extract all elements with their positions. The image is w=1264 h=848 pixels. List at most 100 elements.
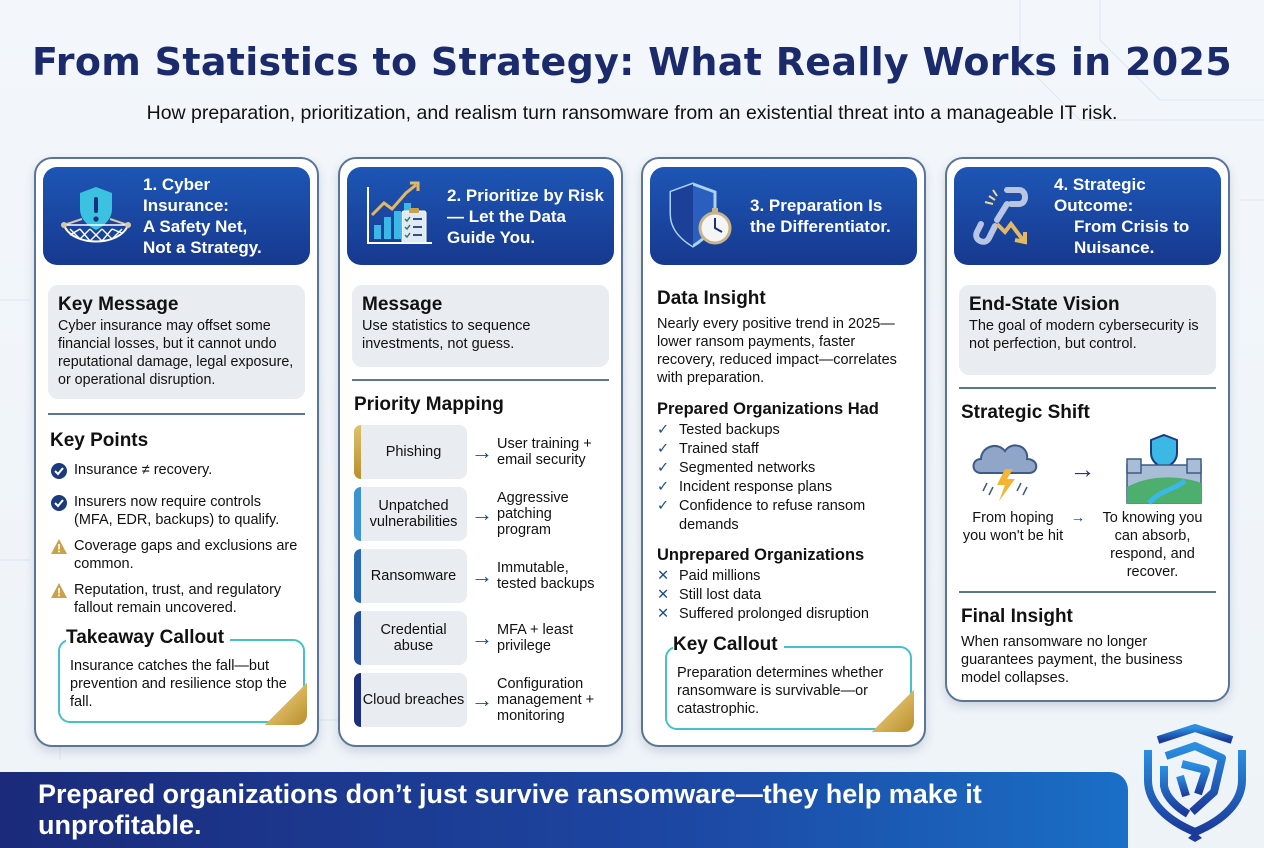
mitigation-action: Configuration management + monitoring: [497, 676, 595, 724]
arrow-right-icon: →: [1069, 453, 1096, 484]
mitigation-action: User training + email security: [497, 436, 592, 468]
strategic-shift-section: Strategic Shift →: [947, 401, 1228, 581]
risk-label: Credential abuse: [354, 611, 467, 665]
data-insight-title: Data Insight: [657, 288, 766, 309]
arrow-right-icon: →: [471, 439, 493, 464]
card-title: 2. Prioritize by Risk — Let the Data Gui…: [447, 185, 604, 247]
vision-title: End-State Vision: [969, 294, 1120, 315]
final-insight-section: Final Insight When ransomware no longer …: [947, 605, 1228, 687]
card-title: 1. Cyber Insurance: A Safety Net, Not a …: [143, 175, 262, 257]
prepared-item: ✓Trained staff: [657, 441, 759, 457]
check-circle-icon: [50, 494, 70, 517]
bottom-banner: Prepared organizations don’t just surviv…: [0, 772, 1128, 848]
divider: [352, 379, 609, 381]
callout-text: Insurance catches the fall—but preventio…: [70, 658, 287, 710]
castle-shield-icon: [1114, 433, 1214, 505]
check-icon: ✓: [657, 460, 670, 476]
check-icon: ✓: [657, 422, 670, 438]
shield-stopwatch-icon: [660, 178, 746, 254]
prepared-item: ✓Tested backups: [657, 422, 780, 438]
page-title: From Statistics to Strategy: What Really…: [31, 40, 1233, 84]
priority-mapping-section: Priority Mapping Phishing → User trainin…: [340, 393, 621, 727]
card-header: 3. Preparation Is the Differentiator.: [650, 167, 917, 265]
key-point: Reputation, trust, and regulatory fallou…: [50, 581, 303, 617]
shield-logo-icon: [1136, 720, 1254, 842]
callout-text: Preparation determines whether ransomwar…: [677, 665, 884, 717]
key-message-text: Cyber insurance may offset some financia…: [58, 318, 294, 388]
prepared-title: Prepared Organizations Had: [657, 400, 879, 418]
prepared-item: ✓Confidence to refuse ransom demands: [657, 498, 866, 533]
unprepared-title: Unprepared Organizations: [657, 546, 865, 564]
key-point: Insurers now require controls (MFA, EDR,…: [50, 493, 303, 529]
unprepared-item: ✕Paid millions: [657, 568, 761, 584]
broken-chain-icon: [964, 178, 1050, 254]
cross-icon: ✕: [657, 587, 670, 603]
arrow-right-icon: →: [1070, 510, 1086, 526]
cross-icon: ✕: [657, 606, 670, 622]
message-text: Use statistics to sequence investments, …: [362, 318, 531, 352]
card-cyber-insurance: 1. Cyber Insurance: A Safety Net, Not a …: [34, 157, 319, 747]
page-fold-decoration: [872, 690, 914, 732]
card-title: 4. Strategic Outcome: From Crisis to Nui…: [1054, 175, 1190, 257]
callout-title: Key Callout: [673, 634, 784, 656]
arrow-right-icon: →: [471, 563, 493, 588]
key-message-title: Key Message: [58, 294, 179, 315]
mapping-row: Cloud breaches → Configuration managemen…: [354, 673, 607, 727]
storm-cloud-icon: [961, 433, 1051, 505]
card-header: 2. Prioritize by Risk — Let the Data Gui…: [347, 167, 614, 265]
unprepared-item: ✕Suffered prolonged disruption: [657, 606, 869, 622]
shield-net-icon: [53, 178, 139, 254]
takeaway-callout: Takeaway Callout Insurance catches the f…: [58, 627, 307, 725]
key-callout: Key Callout Preparation determines wheth…: [665, 634, 914, 732]
unprepared-item: ✕Still lost data: [657, 587, 762, 603]
priority-bar: [354, 549, 361, 603]
page-fold-decoration: [265, 683, 307, 725]
data-insight-text: Nearly every positive trend in 2025—lowe…: [657, 316, 897, 386]
card-strategic-outcome: 4. Strategic Outcome: From Crisis to Nui…: [945, 157, 1230, 702]
banner-text: Prepared organizations don’t just surviv…: [38, 779, 982, 840]
final-insight-text: When ransomware no longer guarantees pay…: [961, 634, 1183, 686]
mitigation-action: MFA + least privilege: [497, 622, 574, 654]
card-title: 3. Preparation Is the Differentiator.: [750, 196, 891, 236]
risk-label: Ransomware: [354, 549, 467, 603]
page-subtitle: How preparation, prioritization, and rea…: [146, 102, 1118, 124]
mapping-row: Ransomware → Immutable, tested backups: [354, 549, 607, 603]
divider: [48, 413, 305, 415]
final-insight-title: Final Insight: [961, 606, 1073, 627]
card-preparation: 3. Preparation Is the Differentiator. Da…: [641, 157, 926, 747]
prepared-item: ✓Incident response plans: [657, 479, 833, 495]
prepared-item: ✓Segmented networks: [657, 460, 816, 476]
key-point: Insurance ≠ recovery.: [50, 461, 303, 485]
mapping-row: Credential abuse → MFA + least privilege: [354, 611, 607, 665]
key-point: Coverage gaps and exclusions are common.: [50, 537, 303, 573]
priority-bar: [354, 487, 361, 541]
key-points-title: Key Points: [50, 430, 149, 451]
mapping-row: Unpatched vulnerabilities → Aggressive p…: [354, 487, 607, 541]
key-points-section: Key Points Insurance ≠ recovery. Insurer…: [36, 429, 317, 617]
chart-checklist-icon: [357, 178, 443, 254]
warning-icon: [50, 538, 70, 560]
unprepared-section: Unprepared Organizations ✕Paid millions …: [643, 543, 924, 624]
prepared-section: Prepared Organizations Had ✓Tested backu…: [643, 397, 924, 535]
check-icon: ✓: [657, 441, 670, 457]
risk-label: Unpatched vulnerabilities: [354, 487, 467, 541]
cross-icon: ✕: [657, 568, 670, 584]
risk-label: Cloud breaches: [354, 673, 467, 727]
message-title: Message: [362, 294, 443, 315]
arrow-right-icon: →: [471, 687, 493, 712]
risk-label: Phishing: [354, 425, 467, 479]
check-circle-icon: [50, 462, 70, 485]
priority-bar: [354, 611, 361, 665]
check-icon: ✓: [657, 479, 670, 495]
warning-icon: [50, 582, 70, 604]
mitigation-action: Immutable, tested backups: [497, 560, 595, 592]
priority-mapping-title: Priority Mapping: [354, 394, 504, 415]
card-header: 4. Strategic Outcome: From Crisis to Nui…: [954, 167, 1221, 265]
shift-to-text: To knowing you can absorb, respond, and …: [1102, 510, 1203, 580]
mapping-row: Phishing → User training + email securit…: [354, 425, 607, 479]
priority-bar: [354, 673, 361, 727]
divider: [959, 591, 1216, 593]
card-prioritize-by-risk: 2. Prioritize by Risk — Let the Data Gui…: [338, 157, 623, 747]
end-state-vision-box: End-State Vision The goal of modern cybe…: [959, 285, 1216, 375]
key-message-box: Key Message Cyber insurance may offset s…: [48, 285, 305, 399]
